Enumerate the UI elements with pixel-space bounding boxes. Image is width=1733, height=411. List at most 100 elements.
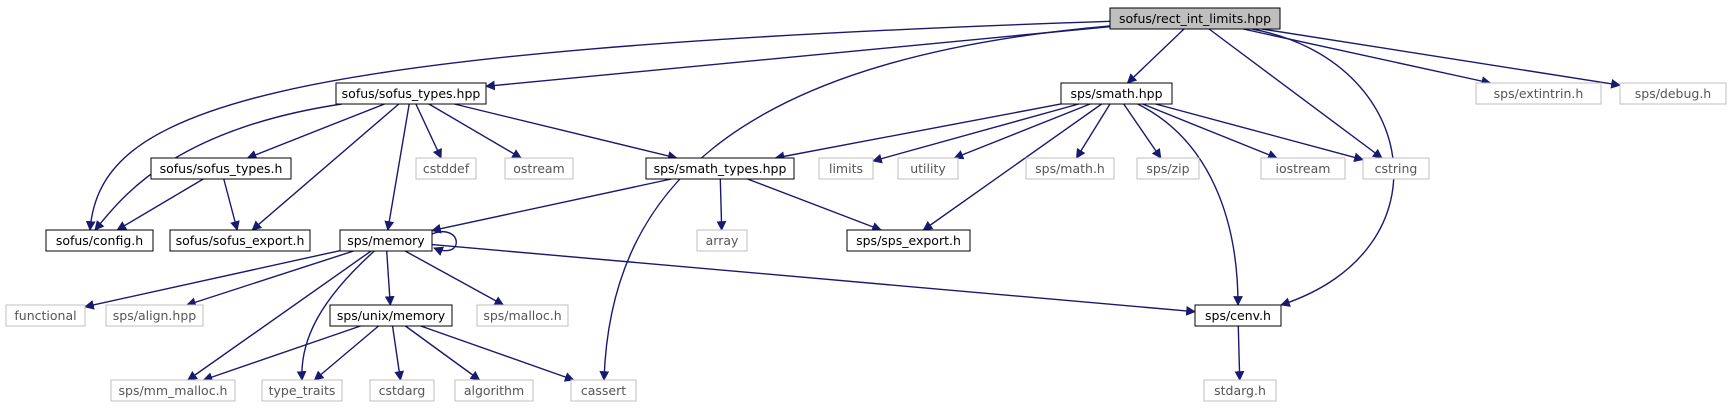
node-math-h[interactable]: sps/math.h xyxy=(1025,157,1115,180)
node-box xyxy=(1362,157,1430,180)
node-algorithm[interactable]: algorithm xyxy=(454,379,534,402)
edge-memory-to-unix_memory xyxy=(384,250,395,306)
edges-layer xyxy=(84,20,1621,382)
node-cenv[interactable]: sps/cenv.h xyxy=(1194,304,1282,327)
node-cstdarg[interactable]: cstdarg xyxy=(369,379,435,402)
edge-smath_hpp-to-cenv xyxy=(1137,103,1243,306)
node-cstddef[interactable]: cstddef xyxy=(415,157,477,180)
node-box xyxy=(339,229,433,252)
edge-memory-to-functional xyxy=(84,249,341,310)
node-label: sps/smath.hpp xyxy=(1070,86,1162,101)
node-label: cstring xyxy=(1375,161,1418,176)
node-stdarg[interactable]: stdarg.h xyxy=(1203,379,1277,402)
node-label: array xyxy=(706,233,739,248)
node-label: sps/align.hpp xyxy=(113,308,196,323)
edge-root-to-config_h xyxy=(85,20,1111,231)
edge-smath_types-to-array xyxy=(716,178,727,231)
node-label: sps/memory xyxy=(347,233,425,248)
node-label: sps/smath_types.hpp xyxy=(654,161,787,176)
edge-memory-to-type_traits xyxy=(296,250,375,381)
node-array[interactable]: array xyxy=(696,229,748,252)
node-box xyxy=(1475,82,1602,105)
node-box xyxy=(329,304,453,327)
node-box xyxy=(150,157,292,180)
node-limits[interactable]: limits xyxy=(818,157,874,180)
node-box xyxy=(476,304,569,327)
node-box xyxy=(1194,304,1282,327)
edge-unix_memory-to-cassert xyxy=(420,325,575,382)
edge-root-to-sofus_types_hpp xyxy=(485,25,1111,91)
node-sofus-export[interactable]: sofus/sofus_export.h xyxy=(169,229,311,252)
node-label: sps/math.h xyxy=(1035,161,1105,176)
node-functional[interactable]: functional xyxy=(5,304,86,327)
edge-memory-to-align xyxy=(185,250,354,307)
edge-root-to-cassert xyxy=(599,25,1111,381)
node-sofus-types-h[interactable]: sofus/sofus_types.h xyxy=(150,157,292,180)
node-label: type_traits xyxy=(269,383,336,398)
node-type-traits[interactable]: type_traits xyxy=(261,379,343,402)
node-unix-memory[interactable]: sps/unix/memory xyxy=(329,304,453,327)
edge-memory-to-malloc_h xyxy=(404,250,505,306)
edge-root-to-cstring xyxy=(1208,28,1383,159)
edge-sofus_types_h-to-sofus_export xyxy=(223,178,240,231)
edge-sofus_types_hpp-to-cstddef xyxy=(415,103,442,159)
node-box xyxy=(1260,157,1346,180)
node-ostream[interactable]: ostream xyxy=(504,157,574,180)
node-align[interactable]: sps/align.hpp xyxy=(105,304,204,327)
edge-smath_hpp-to-zip xyxy=(1123,103,1162,159)
edge-smath_types-to-memory xyxy=(431,178,672,234)
node-label: sofus/sofus_types.h xyxy=(160,161,283,176)
node-mm-malloc[interactable]: sps/mm_malloc.h xyxy=(110,379,236,402)
node-smath-hpp[interactable]: sps/smath.hpp xyxy=(1060,82,1173,105)
node-sps-export[interactable]: sps/sps_export.h xyxy=(846,229,971,252)
edge-sofus_types_hpp-to-smath_types xyxy=(454,103,678,161)
node-root[interactable]: sofus/rect_int_limits.hpp xyxy=(1109,7,1281,30)
node-box xyxy=(335,82,487,105)
node-box xyxy=(846,229,971,252)
node-box xyxy=(415,157,477,180)
node-label: iostream xyxy=(1276,161,1331,176)
node-label: functional xyxy=(14,308,76,323)
edge-smath_hpp-to-smath_types xyxy=(774,103,1062,162)
node-iostream[interactable]: iostream xyxy=(1260,157,1346,180)
node-box xyxy=(261,379,343,402)
node-box xyxy=(454,379,534,402)
node-extintrin[interactable]: sps/extintrin.h xyxy=(1475,82,1602,105)
node-sofus-types-hpp[interactable]: sofus/sofus_types.hpp xyxy=(335,82,487,105)
edge-memory-to-cenv xyxy=(431,243,1196,316)
edge-unix_memory-to-algorithm xyxy=(405,325,481,381)
node-malloc-h[interactable]: sps/malloc.h xyxy=(476,304,569,327)
node-box xyxy=(1025,157,1115,180)
node-utility[interactable]: utility xyxy=(897,157,959,180)
node-box xyxy=(105,304,204,327)
node-debug-h[interactable]: sps/debug.h xyxy=(1619,82,1727,105)
node-label: sps/cenv.h xyxy=(1205,308,1271,323)
edge-sofus_types_hpp-to-memory xyxy=(384,103,410,231)
node-box xyxy=(1203,379,1277,402)
edge-smath_hpp-to-sps_export xyxy=(922,103,1103,231)
node-label: sps/debug.h xyxy=(1635,86,1711,101)
edge-root-to-smath_hpp xyxy=(1126,28,1185,84)
node-cassert[interactable]: cassert xyxy=(570,379,637,402)
node-box xyxy=(5,304,86,327)
nodes-layer: sofus/rect_int_limits.hpp sofus/sofus_typ… xyxy=(5,7,1727,402)
edge-smath_hpp-to-math_h xyxy=(1075,103,1111,159)
node-config-h[interactable]: sofus/config.h xyxy=(45,229,154,252)
node-box xyxy=(1109,7,1281,30)
node-zip[interactable]: sps/zip xyxy=(1136,157,1200,180)
edge-sofus_types_h-to-config_h xyxy=(116,178,204,231)
node-box xyxy=(897,157,959,180)
node-label: stdarg.h xyxy=(1214,383,1266,398)
node-label: cstddef xyxy=(423,161,470,176)
node-cstring[interactable]: cstring xyxy=(1362,157,1430,180)
node-smath-types[interactable]: sps/smath_types.hpp xyxy=(645,157,795,180)
node-label: sps/sps_export.h xyxy=(856,233,961,248)
node-box xyxy=(645,157,795,180)
edge-memory-to-memory xyxy=(431,231,457,256)
node-box xyxy=(369,379,435,402)
node-label: sps/malloc.h xyxy=(483,308,561,323)
edge-sofus_types_hpp-to-sofus_export xyxy=(251,103,400,231)
node-label: ostream xyxy=(513,161,564,176)
node-memory[interactable]: sps/memory xyxy=(339,229,433,252)
